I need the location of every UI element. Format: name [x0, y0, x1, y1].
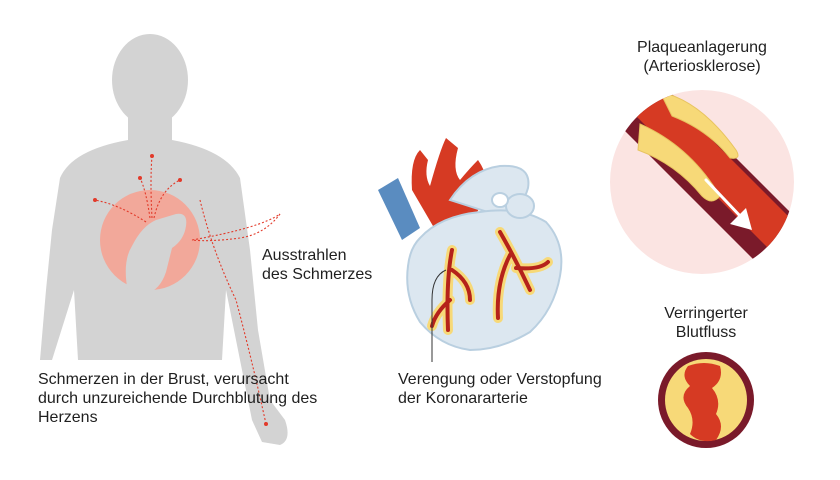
narrowing-pointer-line [431, 269, 447, 362]
radiating-pain-line1: Ausstrahlen [262, 247, 347, 264]
chest-pain-line3: Herzens [38, 409, 98, 426]
reduced-flow-illustration [658, 352, 754, 448]
plaque-line2: (Arteriosklerose) [643, 58, 761, 75]
narrowing-line1: Verengung oder Verstopfung [398, 371, 602, 388]
coronary-arteries [430, 230, 550, 332]
cross-section-lumen [683, 363, 721, 442]
blood-flow-arrow [704, 178, 744, 220]
human-body-silhouette [40, 34, 288, 445]
blood-flow-arrowhead [730, 208, 752, 230]
pain-arrow-tips [93, 154, 268, 426]
radiating-pain-line2: des Schmerzes [262, 266, 373, 283]
plaque-deposit-upper [659, 91, 739, 159]
plaque-line1: Plaqueanlagerung [637, 39, 767, 56]
artery-lumen-shape [618, 90, 794, 266]
reduced-flow-line2: Blutfluss [675, 324, 737, 341]
head-shape [112, 34, 188, 126]
chest-pain-line2: durch unzureichende Durchblutung des [38, 390, 318, 407]
torso-shape [40, 140, 288, 445]
reduced-flow-label: Verringerter Blutfluss [626, 304, 786, 342]
vessel-opening-1 [505, 193, 535, 219]
radiating-pain-arrows [94, 155, 281, 425]
plaque-label: Plaqueanlagerung (Arteriosklerose) [612, 38, 792, 76]
narrowing-line2: der Koronararterie [398, 390, 528, 407]
chest-pain-line1: Schmerzen in der Brust, verursacht [38, 371, 289, 388]
vessel-opening-2 [491, 192, 509, 208]
chest-pain-label: Schmerzen in der Brust, verursacht durch… [38, 370, 317, 427]
plaque-artery-illustration [610, 90, 794, 274]
heart-illustration [378, 138, 563, 362]
plaque-deposit-lower [637, 123, 721, 202]
radiating-pain-label: Ausstrahlen des Schmerzes [262, 246, 372, 284]
hand-on-chest-shape [125, 213, 187, 294]
vena-cava-shape [378, 178, 420, 240]
narrowing-label: Verengung oder Verstopfung der Koronarar… [398, 370, 602, 408]
reduced-flow-line1: Verringerter [664, 305, 748, 322]
